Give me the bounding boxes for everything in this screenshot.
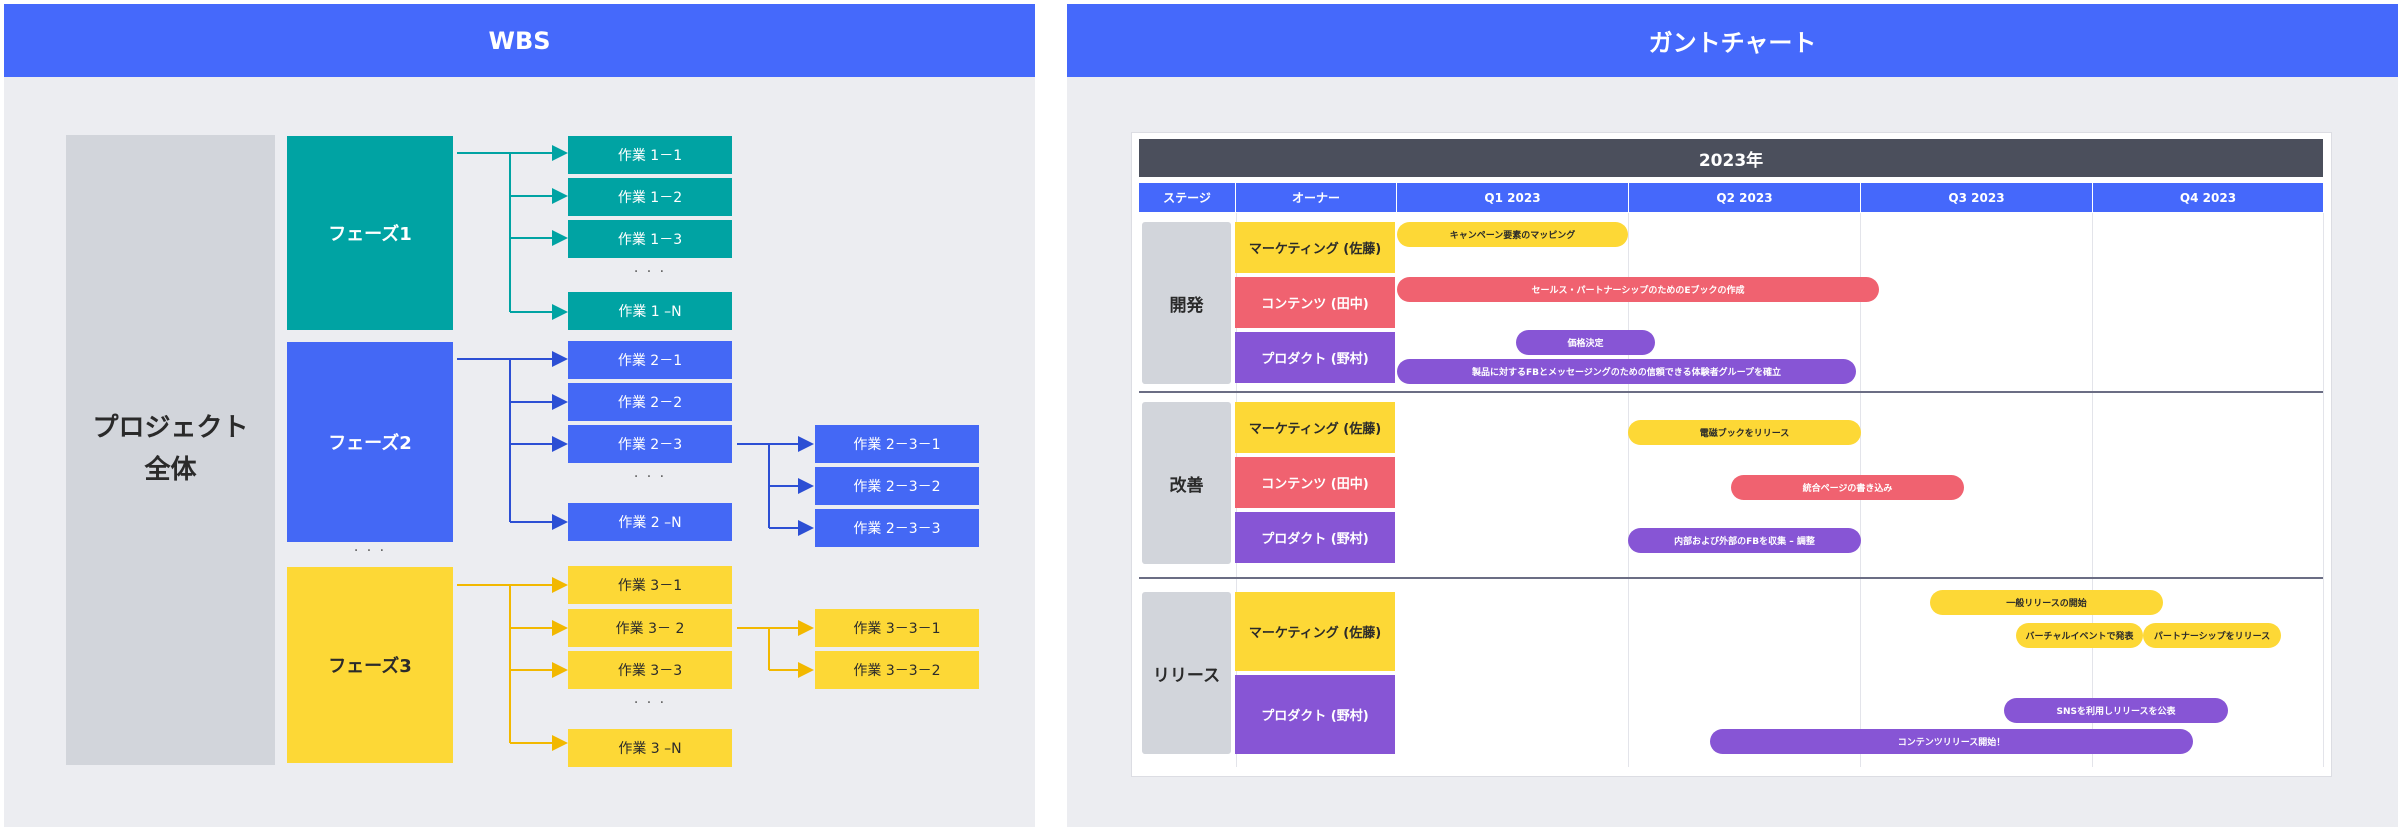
task-1-1: 作業 1－1 [568,136,732,174]
task-3-2: 作業 3－ 2 [568,609,732,647]
stage-dev: 開発 [1142,222,1231,384]
grid-line [2323,213,2324,767]
task-2-2: 作業 2－2 [568,383,732,421]
phase-ellipsis: · · · [353,543,387,559]
header-q4: Q4 2023 [2093,183,2323,212]
task-3-3-2: 作業 3－3－2 [815,651,979,689]
task-ebook-creation: セールス・パートナーシップのためのEブックの作成 [1397,277,1879,302]
task-general-release: 一般リリースの開始 [1930,590,2163,615]
task-3-n: 作業 3 –N [568,729,732,767]
header-owner: オーナー [1236,183,1396,212]
stage-release: リリース [1142,592,1231,754]
stage-divider [1139,577,2323,579]
stage-improve: 改善 [1142,402,1231,564]
task-2-1: 作業 2－1 [568,341,732,379]
task-pricing: 価格決定 [1516,330,1655,355]
task-campaign-mapping: キャンペーン要素のマッピング [1397,222,1628,247]
owner-product-dev: プロダクト (野村) [1235,332,1395,383]
task-2-3-2: 作業 2－3－2 [815,467,979,505]
task-2-ellipsis: · · · [633,469,667,485]
stage-divider [1139,391,2323,393]
project-label: プロジェクト 全体 [92,413,249,485]
task-integration-page: 統合ページの書き込み [1731,475,1964,500]
owner-content-dev: コンテンツ (田中) [1235,277,1395,328]
task-3-ellipsis: · · · [633,695,667,711]
task-virtual-event: バーチャルイベントで発表 [2016,623,2143,648]
task-1-3: 作業 1－3 [568,220,732,258]
phase-1-box: フェーズ1 [287,136,453,330]
owner-product-improve: プロダクト (野村) [1235,512,1395,563]
owner-content-improve: コンテンツ (田中) [1235,457,1395,508]
grid-line [1628,213,1629,767]
header-stage: ステージ [1139,183,1235,212]
task-2-3-3: 作業 2－3－3 [815,509,979,547]
wbs-connectors [457,145,814,751]
task-1-ellipsis: · · · [633,264,667,280]
owner-product-release: プロダクト (野村) [1235,675,1395,754]
task-content-release: コンテンツリリース開始！ [1710,729,2193,754]
grid-line [2092,213,2093,767]
task-2-3-1: 作業 2－3－1 [815,425,979,463]
wbs-title: WBS [4,4,1035,77]
task-2-3: 作業 2－3 [568,425,732,463]
year-bar: 2023年 [1139,139,2323,177]
task-3-3: 作業 3－3 [568,651,732,689]
owner-marketing-dev: マーケティング (佐藤) [1235,222,1395,273]
owner-marketing-release: マーケティング (佐藤) [1235,592,1395,671]
task-partnership-release: パートナーシップをリリース [2143,623,2281,648]
task-1-n: 作業 1 –N [568,292,732,330]
task-3-3-1: 作業 3－3－1 [815,609,979,647]
task-3-1: 作業 3－1 [568,566,732,604]
phase-2-box: フェーズ2 [287,342,453,542]
owner-marketing-improve: マーケティング (佐藤) [1235,402,1395,453]
project-box: プロジェクト 全体 [66,135,275,765]
header-q3: Q3 2023 [1861,183,2092,212]
phase-3-box: フェーズ3 [287,567,453,763]
gantt-title: ガントチャート [1067,4,2398,77]
task-sns-announce: SNSを利用しリリースを公表 [2004,698,2228,723]
header-q2: Q2 2023 [1629,183,1860,212]
header-q1: Q1 2023 [1397,183,1628,212]
task-1-2: 作業 1－2 [568,178,732,216]
task-collect-fb: 内部および外部のFBを収集 – 調整 [1628,528,1861,553]
task-2-n: 作業 2 –N [568,503,732,541]
task-beta-group: 製品に対するFBとメッセージングのための信頼できる体験者グループを確立 [1397,359,1856,384]
task-ebook-release: 電磁ブックをリリース [1628,420,1861,445]
